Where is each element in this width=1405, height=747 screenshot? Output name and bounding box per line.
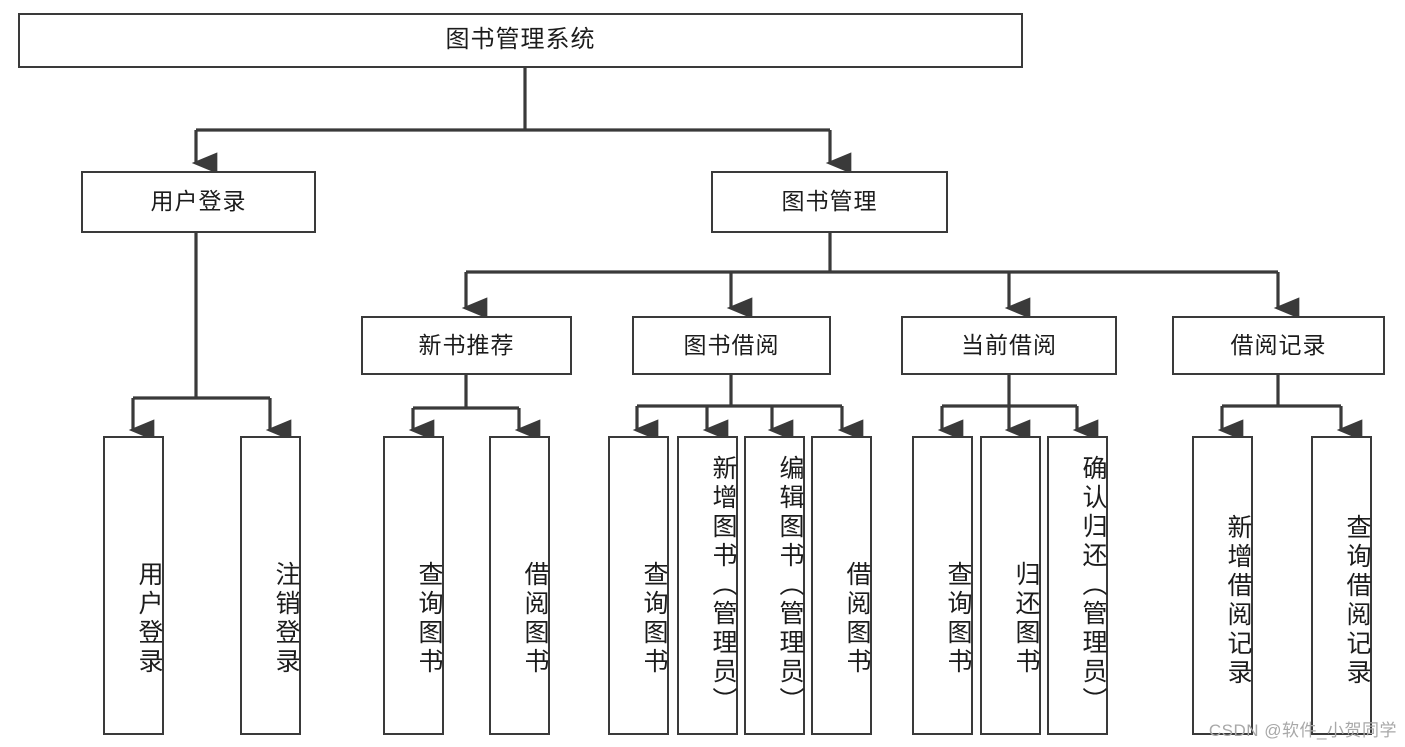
leaf-borrow-query-book[interactable]: 查询图书 [608, 436, 669, 735]
leaf-recommend-borrow-book[interactable]: 借阅图书 [489, 436, 550, 735]
node-book-management[interactable]: 图书管理 [711, 171, 948, 233]
leaf-current-return-book[interactable]: 归还图书 [980, 436, 1041, 735]
node-borrow-records[interactable]: 借阅记录 [1172, 316, 1385, 375]
leaf-current-query-book[interactable]: 查询图书 [912, 436, 973, 735]
node-root-system[interactable]: 图书管理系统 [18, 13, 1023, 68]
leaf-borrow-edit-book-admin[interactable]: 编辑图书（管理员） [744, 436, 805, 735]
leaf-records-query-record[interactable]: 查询借阅记录 [1311, 436, 1372, 735]
node-new-book-recommend[interactable]: 新书推荐 [361, 316, 572, 375]
node-current-borrow[interactable]: 当前借阅 [901, 316, 1117, 375]
leaf-borrow-add-book-admin[interactable]: 新增图书（管理员） [677, 436, 738, 735]
leaf-user-login-signout[interactable]: 注销登录 [240, 436, 301, 735]
watermark-text: CSDN @软件_小贺同学 [1208, 721, 1397, 740]
node-book-borrow[interactable]: 图书借阅 [632, 316, 831, 375]
leaf-recommend-query-book[interactable]: 查询图书 [383, 436, 444, 735]
node-user-login[interactable]: 用户登录 [81, 171, 316, 233]
leaf-borrow-borrow-book[interactable]: 借阅图书 [811, 436, 872, 735]
leaf-user-login-signin[interactable]: 用户登录 [103, 436, 164, 735]
leaf-records-add-record[interactable]: 新增借阅记录 [1192, 436, 1253, 735]
leaf-current-confirm-return-admin[interactable]: 确认归还（管理员） [1047, 436, 1108, 735]
